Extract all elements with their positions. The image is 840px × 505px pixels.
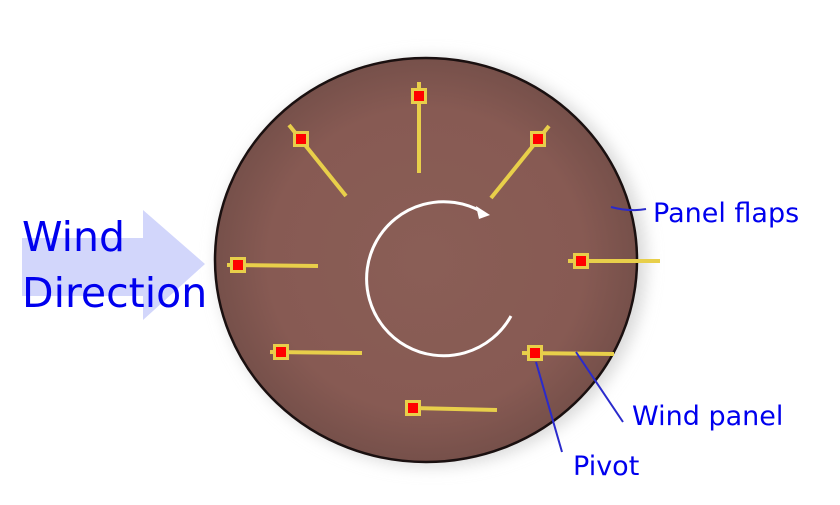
wind-panel	[489, 124, 551, 200]
wind-panel-leader	[575, 351, 624, 423]
panel-flaps-label: Panel flaps	[653, 198, 799, 229]
wind-direction-label-line2: Direction	[22, 269, 207, 317]
pivot-icon	[576, 256, 586, 266]
wind-panels	[226, 82, 660, 416]
rotation-arrow	[365, 200, 513, 358]
pivot-icon	[408, 403, 418, 413]
pivot-label: Pivot	[573, 451, 639, 482]
pivot-icon	[233, 260, 243, 270]
wind-direction-arrow	[22, 210, 205, 320]
wind-panel-blade	[412, 406, 498, 412]
wind-panel	[405, 400, 498, 416]
wind-panel	[568, 253, 660, 269]
wind-panel	[411, 82, 427, 173]
wind-panel	[269, 344, 363, 360]
pivot-icon	[276, 347, 286, 357]
wind-panel-label: Wind panel	[632, 401, 783, 432]
wind-panel	[521, 345, 615, 361]
panel-flaps-leader	[610, 206, 647, 212]
pivot-icon	[296, 134, 306, 144]
rotation-arrowhead-icon	[476, 206, 490, 219]
small-dot	[80, 185, 92, 197]
wind-panel	[226, 257, 319, 273]
pivot-icon	[530, 348, 540, 358]
pivot-leader	[535, 361, 563, 453]
wind-panel	[287, 123, 348, 198]
wind-direction-label-line1: Wind	[22, 213, 125, 261]
pivot-icon	[533, 134, 543, 144]
pivot-icon	[414, 91, 424, 101]
